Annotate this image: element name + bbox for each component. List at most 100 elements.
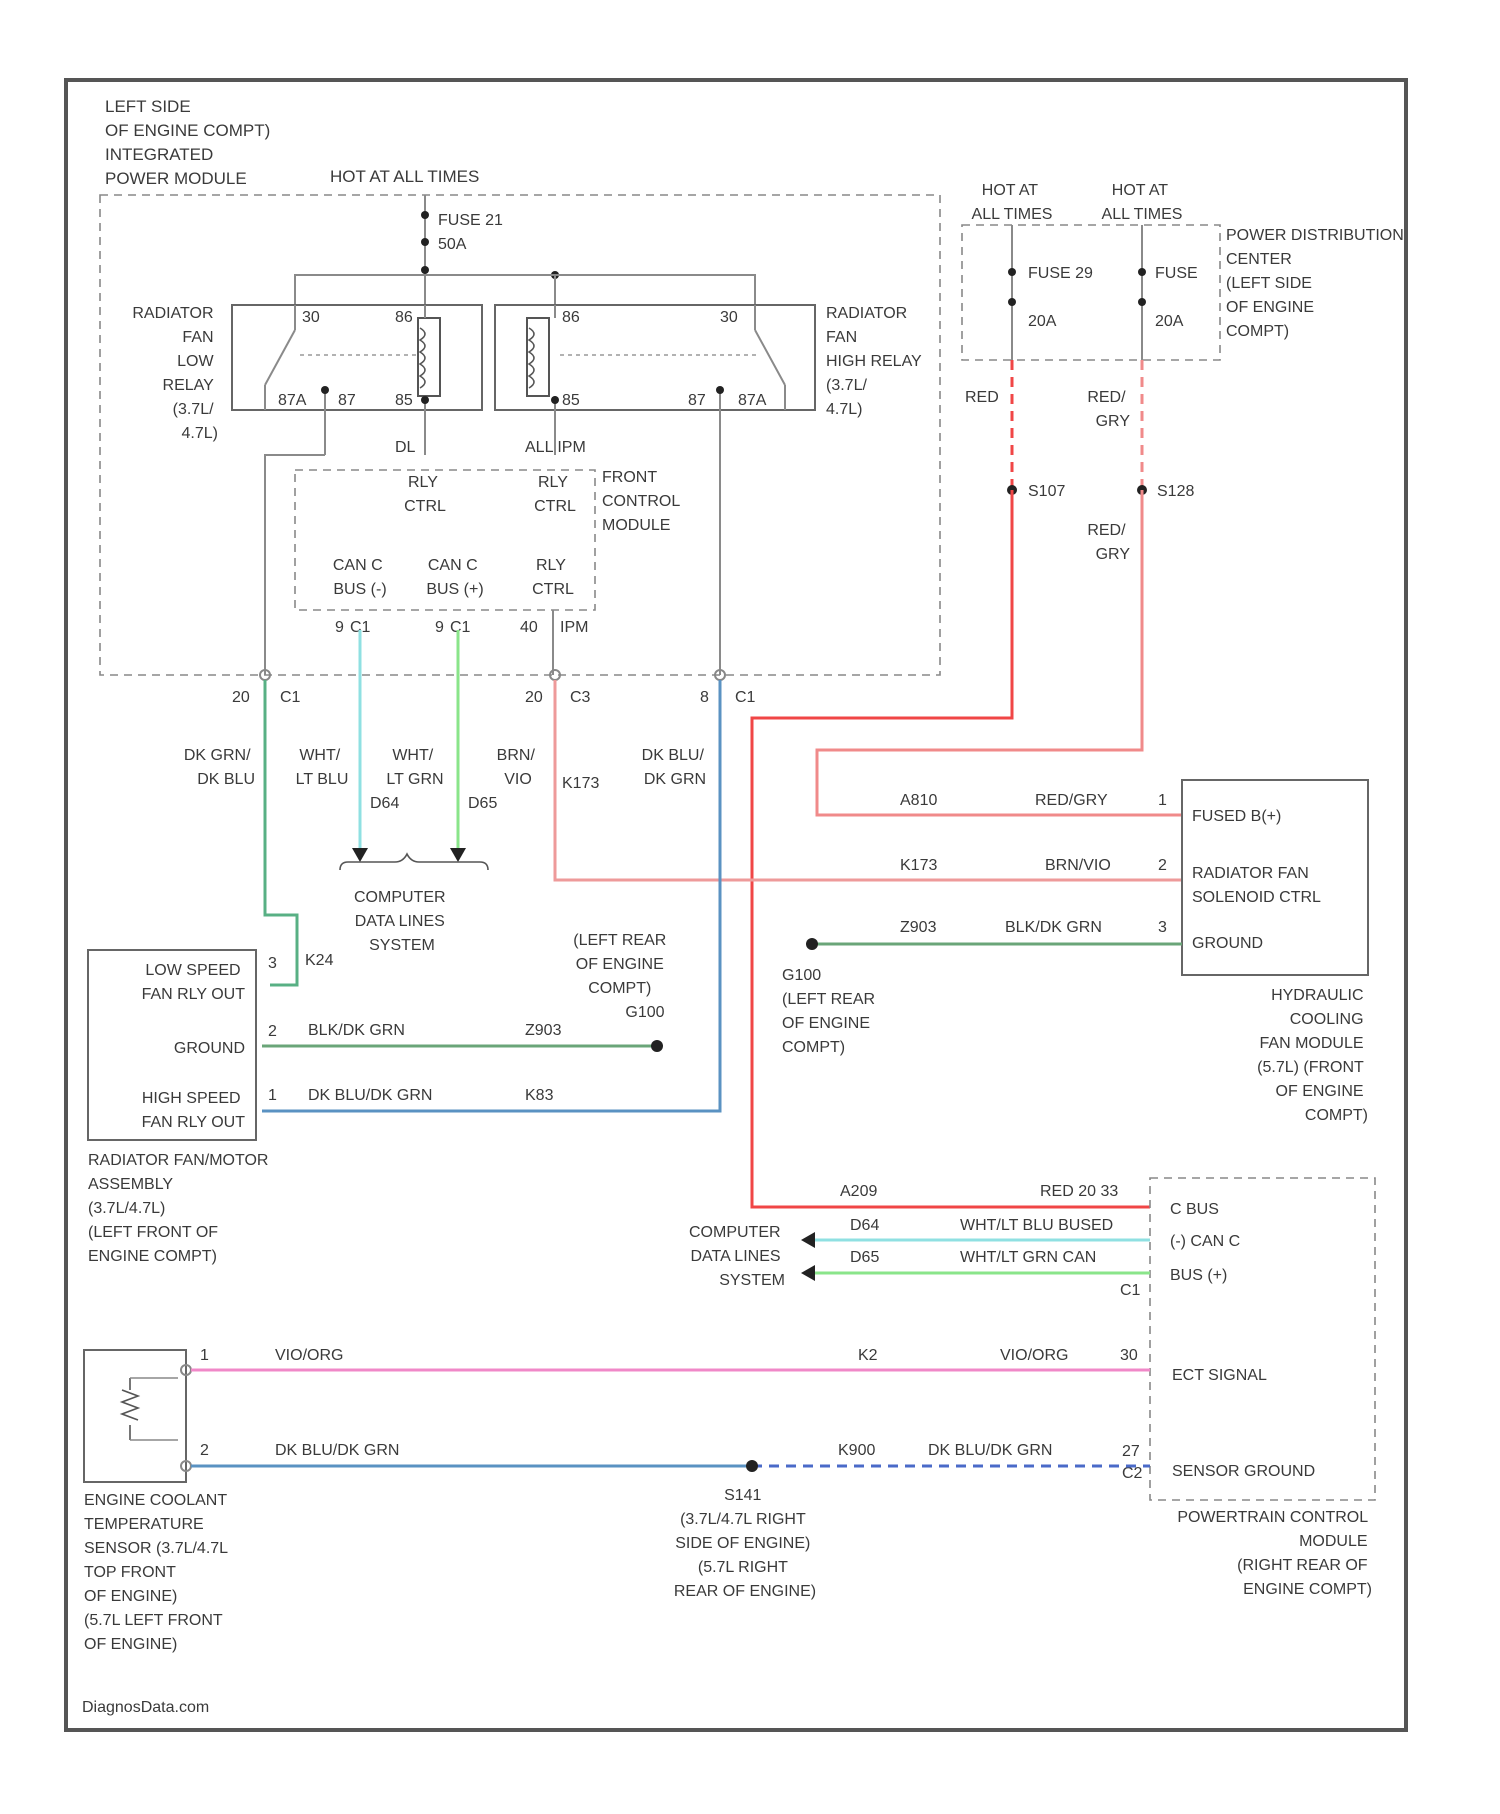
svg-text:HOT AT ALL TIMES: HOT AT ALL TIMES: [1102, 182, 1183, 223]
ipm-boundary: [100, 195, 940, 675]
svg-text:30: 30: [720, 309, 738, 326]
pcm-boundary: [1150, 1178, 1375, 1500]
ect-sensor-title: ENGINE COOLANT TEMPERATURE SENSOR (3.7L/…: [84, 1492, 232, 1653]
svg-text:20: 20: [525, 689, 543, 706]
svg-text:GROUND: GROUND: [1192, 935, 1263, 952]
svg-text:RLY CTRL: RLY CTRL: [534, 474, 576, 515]
svg-text:C1: C1: [280, 689, 301, 706]
low-relay-box: [232, 305, 482, 410]
svg-text:FUSED B(+): FUSED B(+): [1192, 808, 1281, 825]
svg-text:DK BLU/ DK GRN: DK BLU/ DK GRN: [642, 747, 709, 788]
svg-text:FUSE 20A: FUSE 20A: [1155, 265, 1202, 330]
high-relay-box: [495, 305, 815, 410]
svg-text:K83: K83: [525, 1087, 554, 1104]
svg-text:RED/ GRY: RED/ GRY: [1087, 522, 1130, 563]
svg-text:27: 27: [1122, 1443, 1140, 1460]
svg-text:WHT/LT GRN CAN: WHT/LT GRN CAN: [960, 1249, 1096, 1266]
svg-text:A810: A810: [900, 792, 937, 809]
fcm-title: FRONT CONTROL MODULE: [602, 469, 684, 534]
svg-text:HOT AT ALL TIMES: HOT AT ALL TIMES: [972, 182, 1053, 223]
svg-text:RED 20 33: RED 20 33: [1040, 1183, 1118, 1200]
svg-text:A209: A209: [840, 1183, 877, 1200]
wire-dk-grn-dk-blu: [265, 680, 297, 985]
svg-text:RED/GRY: RED/GRY: [1035, 792, 1108, 809]
pcm-title: POWERTRAIN CONTROL MODULE (RIGHT REAR OF…: [1177, 1509, 1372, 1598]
g100-label-left: (LEFT REAR OF ENGINE COMPT) G100: [573, 932, 671, 1021]
svg-text:WHT/ LT GRN: WHT/ LT GRN: [386, 747, 443, 788]
svg-text:S107: S107: [1028, 483, 1065, 500]
svg-text:GROUND: GROUND: [174, 1040, 245, 1057]
svg-text:9: 9: [435, 619, 444, 636]
svg-text:BRN/VIO: BRN/VIO: [1045, 857, 1111, 874]
svg-text:LOW SPEED FAN RLY OUT: LOW SPEED FAN RLY OUT: [142, 962, 246, 1003]
svg-text:1: 1: [268, 1087, 277, 1104]
svg-text:FUSE 29 20A: FUSE 29 20A: [1028, 265, 1097, 330]
svg-text:DK GRN/ DK BLU: DK GRN/ DK BLU: [184, 747, 255, 788]
svg-text:RADIATOR FAN SOLENOID CTRL: RADIATOR FAN SOLENOID CTRL: [1192, 865, 1321, 906]
cdl-label-top: COMPUTER DATA LINES SYSTEM: [354, 889, 450, 954]
svg-text:87A: 87A: [278, 392, 307, 409]
svg-text:K24: K24: [305, 952, 334, 969]
svg-text:WHT/LT BLU BUSED: WHT/LT BLU BUSED: [960, 1217, 1113, 1234]
svg-text:DL: DL: [395, 439, 416, 456]
svg-text:9: 9: [335, 619, 344, 636]
svg-text:Z903: Z903: [525, 1022, 562, 1039]
s141-label: S141 (3.7L/4.7L RIGHT SIDE OF ENGINE) (5…: [674, 1487, 816, 1600]
svg-text:86: 86: [395, 309, 413, 326]
pdc-boundary: [962, 225, 1220, 360]
svg-text:40: 40: [520, 619, 538, 636]
svg-text:30: 30: [302, 309, 320, 326]
svg-text:HIGH SPEED FAN RLY OUT: HIGH SPEED FAN RLY OUT: [142, 1090, 246, 1131]
svg-text:VIO/ORG: VIO/ORG: [275, 1347, 343, 1364]
svg-text:1: 1: [200, 1347, 209, 1364]
svg-text:C BUS: C BUS: [1170, 1201, 1219, 1218]
svg-text:BRN/ VIO: BRN/ VIO: [497, 747, 540, 788]
svg-text:SENSOR GROUND: SENSOR GROUND: [1172, 1463, 1315, 1480]
footer-watermark: DiagnosData.com: [82, 1699, 209, 1716]
hydraulic-fan-title: HYDRAULIC COOLING FAN MODULE (5.7L) (FRO…: [1257, 987, 1368, 1124]
svg-text:3: 3: [268, 955, 277, 972]
svg-text:RED: RED: [965, 389, 999, 406]
svg-text:S128: S128: [1157, 483, 1194, 500]
svg-text:20: 20: [232, 689, 250, 706]
svg-text:87: 87: [688, 392, 706, 409]
svg-text:RLY CTRL: RLY CTRL: [404, 474, 446, 515]
svg-text:1: 1: [1158, 792, 1167, 809]
svg-text:K2: K2: [858, 1347, 878, 1364]
svg-text:(-) CAN C: (-) CAN C: [1170, 1233, 1240, 1250]
svg-text:BUS (+): BUS (+): [1170, 1267, 1227, 1284]
radiator-fan-title: RADIATOR FAN/MOTOR ASSEMBLY (3.7L/4.7L) …: [88, 1152, 273, 1265]
svg-text:C1: C1: [450, 619, 471, 636]
svg-text:87: 87: [338, 392, 356, 409]
svg-text:K173: K173: [900, 857, 937, 874]
svg-text:86: 86: [562, 309, 580, 326]
cdl-label-bottom: COMPUTER DATA LINES SYSTEM: [689, 1224, 785, 1289]
svg-text:K900: K900: [838, 1442, 875, 1459]
svg-text:87A: 87A: [738, 392, 767, 409]
svg-text:Z903: Z903: [900, 919, 937, 936]
svg-text:D65: D65: [468, 795, 497, 812]
svg-text:RLY CTRL: RLY CTRL: [532, 557, 574, 598]
svg-text:85: 85: [395, 392, 413, 409]
svg-text:3: 3: [1158, 919, 1167, 936]
pdc-title: POWER DISTRIBUTION CENTER (LEFT SIDE OF …: [1226, 227, 1408, 340]
svg-text:VIO/ORG: VIO/ORG: [1000, 1347, 1068, 1364]
wire-red-a209: [752, 490, 1150, 1207]
svg-text:K173: K173: [562, 775, 599, 792]
svg-text:C1: C1: [735, 689, 756, 706]
svg-text:D64: D64: [850, 1217, 879, 1234]
svg-text:D65: D65: [850, 1249, 879, 1266]
svg-text:D64: D64: [370, 795, 399, 812]
high-relay-label: RADIATOR FAN HIGH RELAY (3.7L/ 4.7L): [826, 305, 926, 418]
svg-text:C3: C3: [570, 689, 591, 706]
svg-text:2: 2: [1158, 857, 1167, 874]
svg-text:WHT/ LT BLU: WHT/ LT BLU: [296, 747, 349, 788]
svg-text:8: 8: [700, 689, 709, 706]
svg-text:2: 2: [200, 1442, 209, 1459]
svg-text:30: 30: [1120, 1347, 1138, 1364]
svg-text:ALL IPM: ALL IPM: [525, 439, 586, 456]
svg-text:IPM: IPM: [560, 619, 588, 636]
svg-text:C2: C2: [1122, 1465, 1143, 1482]
svg-text:85: 85: [562, 392, 580, 409]
